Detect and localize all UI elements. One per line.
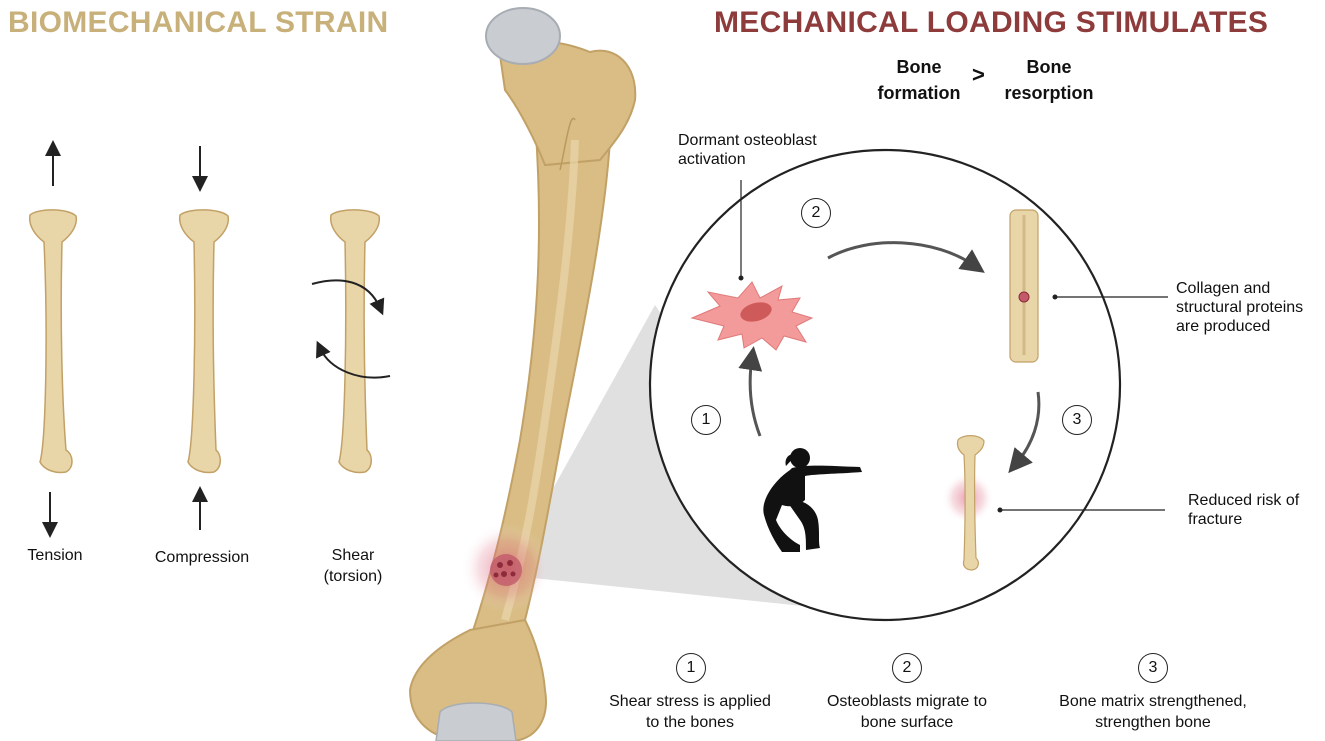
bone-formation-label: Bone formation [862,54,976,106]
fracture-callout: Reduced risk of fracture [1188,491,1299,529]
osteoblast-callout: Dormant osteoblast activation [678,131,817,169]
bone-segment [1010,210,1038,362]
step-3-badge: 3 [1138,653,1168,683]
right-panel-title: MECHANICAL LOADING STIMULATES [714,6,1268,40]
process-circle [650,150,1120,620]
step-3-text: Bone matrix strengthened, strengthen bon… [1040,691,1266,733]
step-1-badge: 1 [676,653,706,683]
shear-label: Shear (torsion) [305,545,401,587]
circle-step-2-badge: 2 [801,198,831,228]
shear-bone [331,210,380,473]
collagen-callout: Collagen and structural proteins are pro… [1176,279,1303,336]
femur-lesion [490,554,522,586]
tension-bone [30,210,77,473]
circle-step-1-badge: 1 [691,405,721,435]
compression-label: Compression [140,547,264,568]
comparison-operator: > [972,62,985,88]
large-femur-bone [410,8,635,741]
step-2-text: Osteoblasts migrate to bone surface [806,691,1008,733]
compression-bone [180,210,229,473]
circle-step-3-badge: 3 [1062,405,1092,435]
step-2-badge: 2 [892,653,922,683]
bone-resorption-label: Bone resorption [992,54,1106,106]
step-1-text: Shear stress is applied to the bones [590,691,790,733]
left-panel-title: BIOMECHANICAL STRAIN [8,6,388,40]
tension-label: Tension [10,545,100,566]
